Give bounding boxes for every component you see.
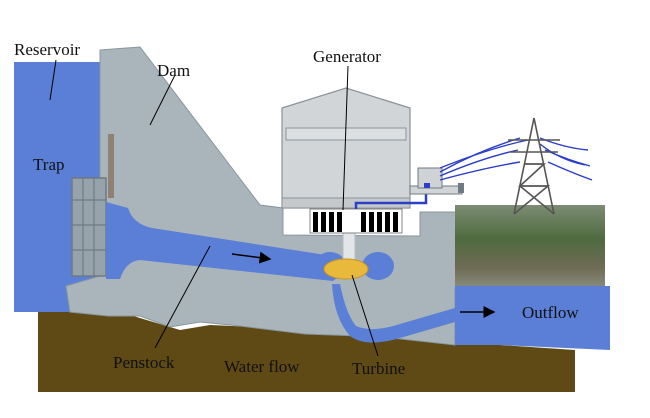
label-dam: Dam <box>157 61 190 80</box>
power-lines <box>439 137 593 181</box>
label-penstock: Penstock <box>113 353 175 372</box>
draft-tube <box>332 284 455 343</box>
label-trap: Trap <box>33 155 65 174</box>
transmission-tower <box>508 117 560 215</box>
trap-grate <box>71 134 114 277</box>
label-turbine: Turbine <box>352 359 405 378</box>
generator-cable <box>354 190 428 209</box>
outflow-water <box>455 286 610 350</box>
label-generator: Generator <box>313 47 381 66</box>
tree-line <box>455 205 605 289</box>
turbine-wheel <box>323 258 369 280</box>
powerhouse <box>281 87 411 209</box>
label-reservoir: Reservoir <box>14 40 80 59</box>
transformer <box>409 167 464 195</box>
label-water-flow: Water flow <box>224 357 300 376</box>
leader-lines <box>49 59 379 357</box>
penstock-pipe <box>106 202 345 281</box>
ground <box>38 312 575 392</box>
label-outflow: Outflow <box>522 303 579 322</box>
flow-arrow-penstock <box>231 251 272 264</box>
turbine-housing-right <box>362 252 394 280</box>
generator-coils <box>309 208 403 234</box>
